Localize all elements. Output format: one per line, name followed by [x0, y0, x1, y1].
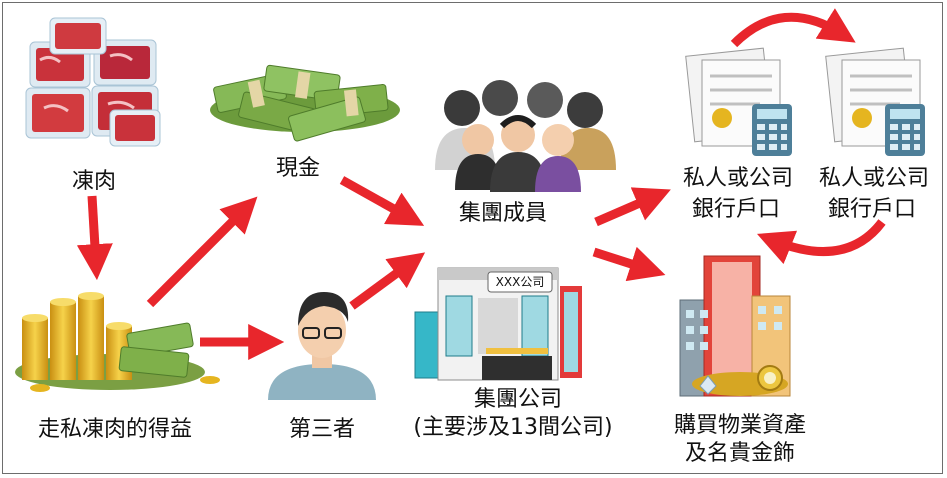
- cash-pile-icon: [210, 64, 400, 142]
- property-and-jewelry-icon: [679, 255, 791, 397]
- arrow-profits-to-cash: [146, 196, 258, 308]
- third-party-person-icon: [268, 292, 376, 400]
- company-building-icon: [414, 267, 582, 381]
- arrow-third-party-to-members: [349, 252, 426, 310]
- bank-account-1-label: 私人或公司: [682, 166, 793, 191]
- property-label: 購買物業資產: [673, 413, 806, 438]
- arrow-members-to-property: [592, 246, 666, 282]
- arrow-bank2-to-bank1: [756, 219, 886, 265]
- frozen-meat-icon: [25, 17, 161, 147]
- arrow-bank1-to-bank2: [730, 8, 856, 48]
- group-members-icon: [435, 80, 616, 192]
- arrow-cash-to-members: [339, 176, 425, 226]
- flow-arrows: [76, 8, 886, 360]
- bank-account-2-label: 私人或公司: [818, 166, 929, 191]
- bank-account-1-sublabel: 銀行戶口: [691, 197, 780, 222]
- group-company-label: 集團公司: [473, 387, 562, 412]
- frozen-meat-label: 凍肉: [71, 169, 116, 194]
- third-party-label: 第三者: [288, 417, 355, 442]
- smuggling-profits-label: 走私凍肉的得益: [37, 417, 192, 442]
- bank-account-2-sublabel: 銀行戶口: [827, 197, 916, 222]
- gold-coins-and-cash-icon: [15, 292, 220, 392]
- arrow-members-to-bank: [594, 187, 671, 227]
- group-company-sublabel: (主要涉及13間公司): [413, 415, 613, 440]
- group-members-label: 集團成員: [458, 201, 547, 226]
- bank-statement-calculator-icon-2: [825, 47, 925, 156]
- arrow-meat-to-profits: [76, 195, 113, 281]
- cash-label: 現金: [275, 156, 320, 181]
- company-sign-label: XXX公司: [495, 275, 545, 289]
- property-sublabel: 及名貴金飾: [684, 441, 795, 466]
- bank-statement-calculator-icon-1: [685, 47, 792, 156]
